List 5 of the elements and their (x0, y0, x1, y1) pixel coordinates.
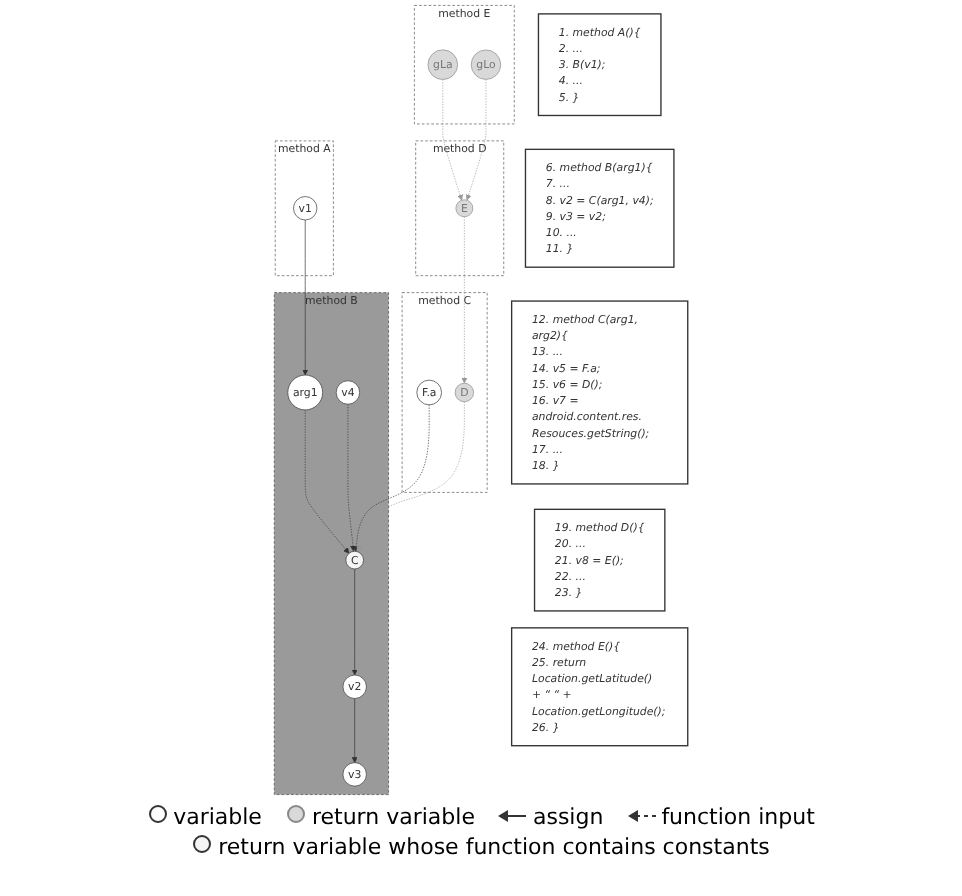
legend-text: function input (661, 804, 815, 830)
legend-text: return variable whose function contains constants (218, 834, 770, 860)
legend-text: variable (173, 804, 262, 830)
legend-text: assign (532, 804, 604, 830)
legend-text: return variable (311, 804, 475, 830)
